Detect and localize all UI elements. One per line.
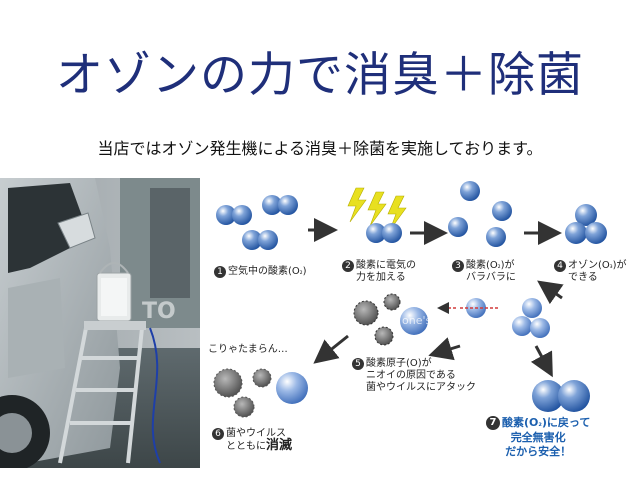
step-4-number: 4 (554, 260, 566, 272)
ozone-split-icon (512, 298, 550, 338)
step-6-number: 6 (212, 428, 224, 440)
arrow-to-step5 (428, 337, 461, 361)
step-7-number: 7 (486, 416, 500, 430)
step-3-number: 3 (452, 260, 464, 272)
photo-watermark: TO (142, 299, 176, 324)
page-title: オゾンの力で消臭＋除菌 (56, 48, 584, 103)
electricity-bolt-icon (347, 187, 407, 231)
germ-vanish-icon (213, 368, 308, 418)
arrow-4-split (537, 280, 564, 305)
step-2-number: 2 (342, 260, 354, 272)
step-1-number: 1 (214, 266, 226, 278)
germ-caption: こりゃたまらん… (208, 344, 288, 355)
diagram-graphics: one's (213, 181, 607, 418)
arrow-split-7 (530, 345, 553, 378)
ozone-molecule-icon (565, 204, 607, 244)
germ-attack-icon (353, 293, 428, 346)
oxygen-molecules-icon (216, 195, 298, 250)
diagram-watermark: one's (402, 314, 431, 327)
oxygen-atoms-icon (448, 181, 512, 247)
oxygen-pair-icon (366, 223, 402, 243)
arrow-to-step6 (313, 334, 349, 364)
page-subtitle: 当店ではオゾン発生機による消臭＋除菌を実施しております。 (97, 139, 543, 158)
ozone-generator-photo: TO (0, 178, 200, 468)
step-5-number: 5 (352, 358, 364, 370)
oxygen-return-icon (532, 380, 590, 412)
photo-illustration: TO (0, 178, 200, 468)
